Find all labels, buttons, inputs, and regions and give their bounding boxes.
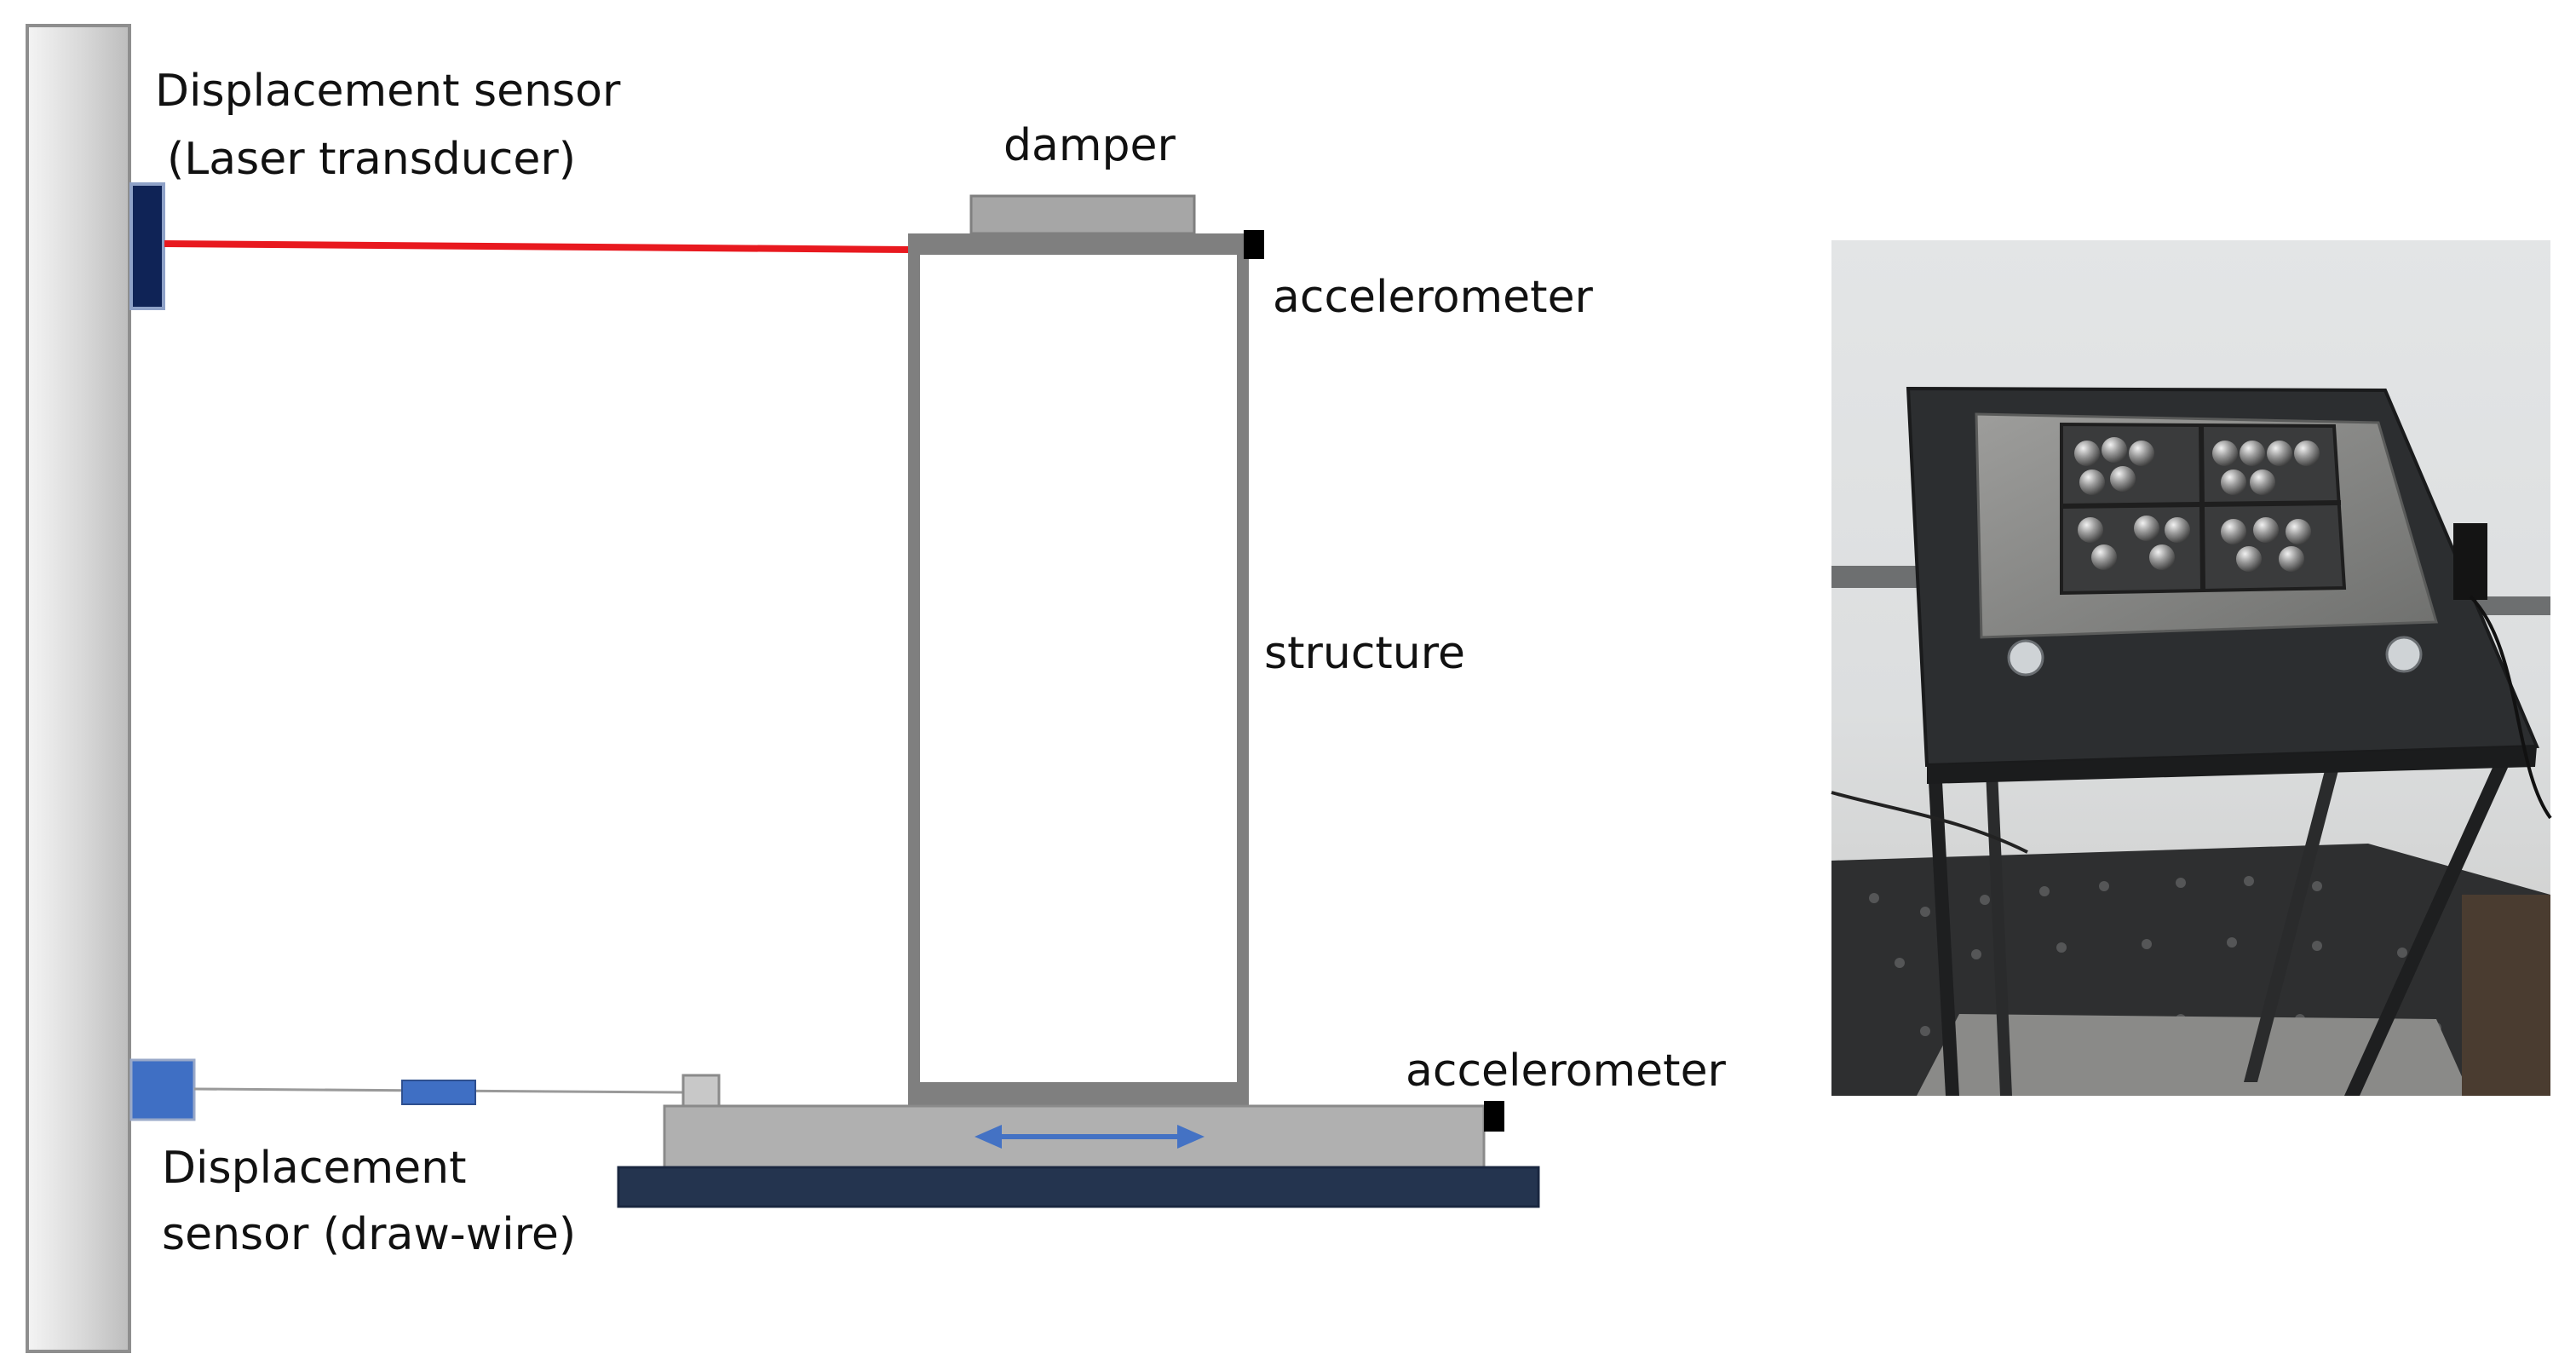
damper-label: damper xyxy=(1003,120,1176,171)
drawwire-sensor-label-line1: Displacement xyxy=(162,1143,466,1194)
accelerometer-bottom-label: accelerometer xyxy=(1406,1046,1727,1097)
drawwire-sensor xyxy=(129,1058,196,1121)
structure-bottom-plate xyxy=(908,1082,1249,1106)
laser-transducer-sensor xyxy=(129,182,165,310)
support-wall xyxy=(26,24,131,1353)
structure-label: structure xyxy=(1264,628,1465,679)
accelerometer-top-label: accelerometer xyxy=(1273,272,1594,323)
structure-frame xyxy=(908,243,1249,1109)
shake-table xyxy=(617,1166,1540,1208)
specimen-photo xyxy=(1831,240,2552,1096)
drawwire-sensor-label-line2: sensor (draw-wire) xyxy=(162,1209,576,1260)
laser-sensor-label-line2: (Laser transducer) xyxy=(167,134,576,185)
accelerometer-top-sensor xyxy=(1244,230,1264,259)
laser-sensor-label-line1: Displacement sensor xyxy=(155,66,621,117)
draw-wire-tensioner xyxy=(401,1080,476,1105)
accelerometer-bottom-sensor xyxy=(1484,1101,1504,1132)
table-motion-arrow xyxy=(975,1125,1205,1149)
laser-beam xyxy=(164,240,912,253)
damper-block xyxy=(969,194,1196,235)
draw-wire-anchor xyxy=(681,1074,721,1108)
